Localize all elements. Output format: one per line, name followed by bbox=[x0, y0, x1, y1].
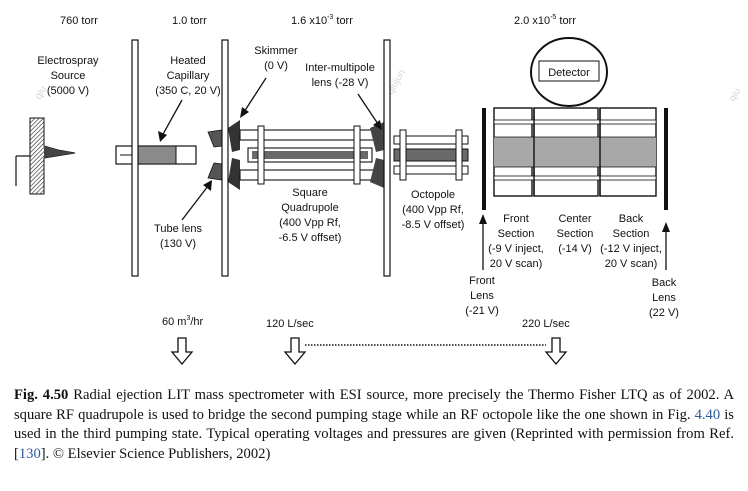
wall-plate-3 bbox=[383, 39, 391, 277]
detector-label-box bbox=[538, 60, 600, 82]
svg-text:Lens: Lens bbox=[470, 290, 494, 302]
svg-text:(350 C, 20 V): (350 C, 20 V) bbox=[155, 85, 220, 97]
pump-stage1-label: 60 m3/hr bbox=[162, 315, 204, 328]
pump-arrow-3 bbox=[544, 337, 568, 366]
capillary-label: Heated Capillary (350 C, 20 V) bbox=[155, 55, 220, 97]
svg-text:20 V scan): 20 V scan) bbox=[490, 258, 543, 270]
back-lens-pointer-head bbox=[662, 222, 670, 232]
figure-number: Fig. 4.50 bbox=[14, 387, 69, 403]
front-lens-label: Front Lens (-21 V) bbox=[465, 275, 499, 317]
pressure-stage1: 1.0 torr bbox=[172, 15, 207, 27]
svg-text:Back: Back bbox=[619, 213, 644, 225]
pressure-stage3: 2.0 x10-5 torr bbox=[514, 14, 576, 27]
svg-text:Source: Source bbox=[51, 70, 86, 82]
svg-text:Section: Section bbox=[557, 228, 594, 240]
intermultipole-label: Inter-multipole lens (-28 V) bbox=[305, 62, 375, 89]
heated-capillary bbox=[115, 145, 197, 165]
svg-text:Inter-multipole: Inter-multipole bbox=[305, 62, 375, 74]
svg-text:-8.5 V offset): -8.5 V offset) bbox=[402, 219, 465, 231]
pressure-atm: 760 torr bbox=[60, 15, 98, 27]
skimmer-label: Skimmer (0 V) bbox=[254, 45, 298, 72]
watermark: qiu bbox=[727, 86, 743, 103]
svg-text:Capillary: Capillary bbox=[167, 70, 210, 82]
svg-text:Electrospray: Electrospray bbox=[37, 55, 99, 67]
svg-text:(-14 V): (-14 V) bbox=[558, 243, 592, 255]
caption-text: ]. © Elsevier Science Publishers, 2002) bbox=[40, 445, 271, 462]
svg-text:Section: Section bbox=[498, 228, 535, 240]
center-section-label: Center Section (-14 V) bbox=[557, 213, 594, 255]
pump-arrow-1 bbox=[170, 337, 194, 366]
svg-text:(400 Vpp Rf,: (400 Vpp Rf, bbox=[279, 217, 341, 229]
wall-plate-1 bbox=[131, 39, 139, 277]
tube-lens-label: Tube lens (130 V) bbox=[154, 223, 202, 250]
square-quadrupole bbox=[239, 125, 381, 185]
inter-multipole-lens bbox=[370, 122, 384, 188]
svg-text:20 V scan): 20 V scan) bbox=[605, 258, 658, 270]
caption-text: is used in the third pumping state. Typi… bbox=[14, 406, 734, 462]
skimmer-cone bbox=[228, 120, 240, 190]
skimmer-pointer bbox=[243, 77, 267, 113]
svg-text:(400 Vpp Rf,: (400 Vpp Rf, bbox=[402, 204, 464, 216]
svg-text:Skimmer: Skimmer bbox=[254, 45, 298, 57]
wall-plate-2 bbox=[221, 39, 229, 277]
skimmer-pointer-head bbox=[240, 107, 249, 118]
pressure-stage2: 1.6 x10-3 torr bbox=[291, 14, 353, 27]
quadrupole-label: Square Quadrupole (400 Vpp Rf, -6.5 V of… bbox=[279, 187, 342, 244]
svg-text:(5000 V): (5000 V) bbox=[47, 85, 89, 97]
figure-link[interactable]: 4.40 bbox=[694, 406, 721, 423]
svg-text:(130 V): (130 V) bbox=[160, 238, 196, 250]
svg-text:Square: Square bbox=[292, 187, 327, 199]
capillary-pointer bbox=[161, 99, 183, 137]
octopole-label: Octopole (400 Vpp Rf, -8.5 V offset) bbox=[402, 189, 465, 231]
tube-lens-pointer-head bbox=[203, 180, 212, 191]
linear-ion-trap bbox=[482, 107, 668, 210]
back-lens-label: Back Lens (22 V) bbox=[649, 277, 679, 319]
tube-lens-pointer bbox=[181, 185, 209, 221]
svg-text:Octopole: Octopole bbox=[411, 189, 455, 201]
svg-text:Back: Back bbox=[652, 277, 677, 289]
svg-text:(0 V): (0 V) bbox=[264, 60, 288, 72]
svg-text:Lens: Lens bbox=[652, 292, 676, 304]
svg-text:(-12 V inject,: (-12 V inject, bbox=[600, 243, 662, 255]
svg-text:Front: Front bbox=[503, 213, 529, 225]
octopole bbox=[393, 129, 469, 181]
lit-ms-diagram: qiujun qiu qiu qiu 760 torr 1.0 torr 1.6… bbox=[15, 14, 743, 366]
svg-text:Quadrupole: Quadrupole bbox=[281, 202, 339, 214]
capillary-pointer-head bbox=[158, 131, 167, 142]
caption-text: Radial ejection LIT mass spectrometer wi… bbox=[14, 387, 734, 423]
svg-text:Heated: Heated bbox=[170, 55, 205, 67]
pump-stage3-label: 220 L/sec bbox=[522, 318, 570, 330]
electrospray-source bbox=[15, 117, 76, 195]
electrospray-label: Electrospray Source (5000 V) bbox=[37, 55, 99, 97]
svg-text:Center: Center bbox=[558, 213, 591, 225]
svg-text:(-9 V inject,: (-9 V inject, bbox=[488, 243, 544, 255]
front-section-label: Front Section (-9 V inject, 20 V scan) bbox=[488, 213, 544, 270]
svg-text:Front: Front bbox=[469, 275, 495, 287]
reference-link[interactable]: 130 bbox=[18, 445, 41, 462]
svg-text:lens (-28 V): lens (-28 V) bbox=[312, 77, 369, 89]
pump-arrow-2 bbox=[283, 337, 307, 366]
intermultipole-pointer-head bbox=[373, 120, 382, 130]
svg-text:-6.5 V offset): -6.5 V offset) bbox=[279, 232, 342, 244]
back-section-label: Back Section (-12 V inject, 20 V scan) bbox=[600, 213, 662, 270]
svg-text:Section: Section bbox=[613, 228, 650, 240]
tube-lens bbox=[207, 129, 223, 181]
intermultipole-pointer bbox=[357, 93, 379, 125]
svg-text:(-21 V): (-21 V) bbox=[465, 305, 499, 317]
front-lens-pointer-head bbox=[479, 214, 487, 224]
pump-stage2-label: 120 L/sec bbox=[266, 318, 314, 330]
figure-caption: Fig. 4.50 Radial ejection LIT mass spect… bbox=[14, 386, 734, 464]
svg-text:Tube lens: Tube lens bbox=[154, 223, 202, 235]
detector-label: Detector bbox=[548, 67, 590, 79]
svg-text:(22 V): (22 V) bbox=[649, 307, 679, 319]
